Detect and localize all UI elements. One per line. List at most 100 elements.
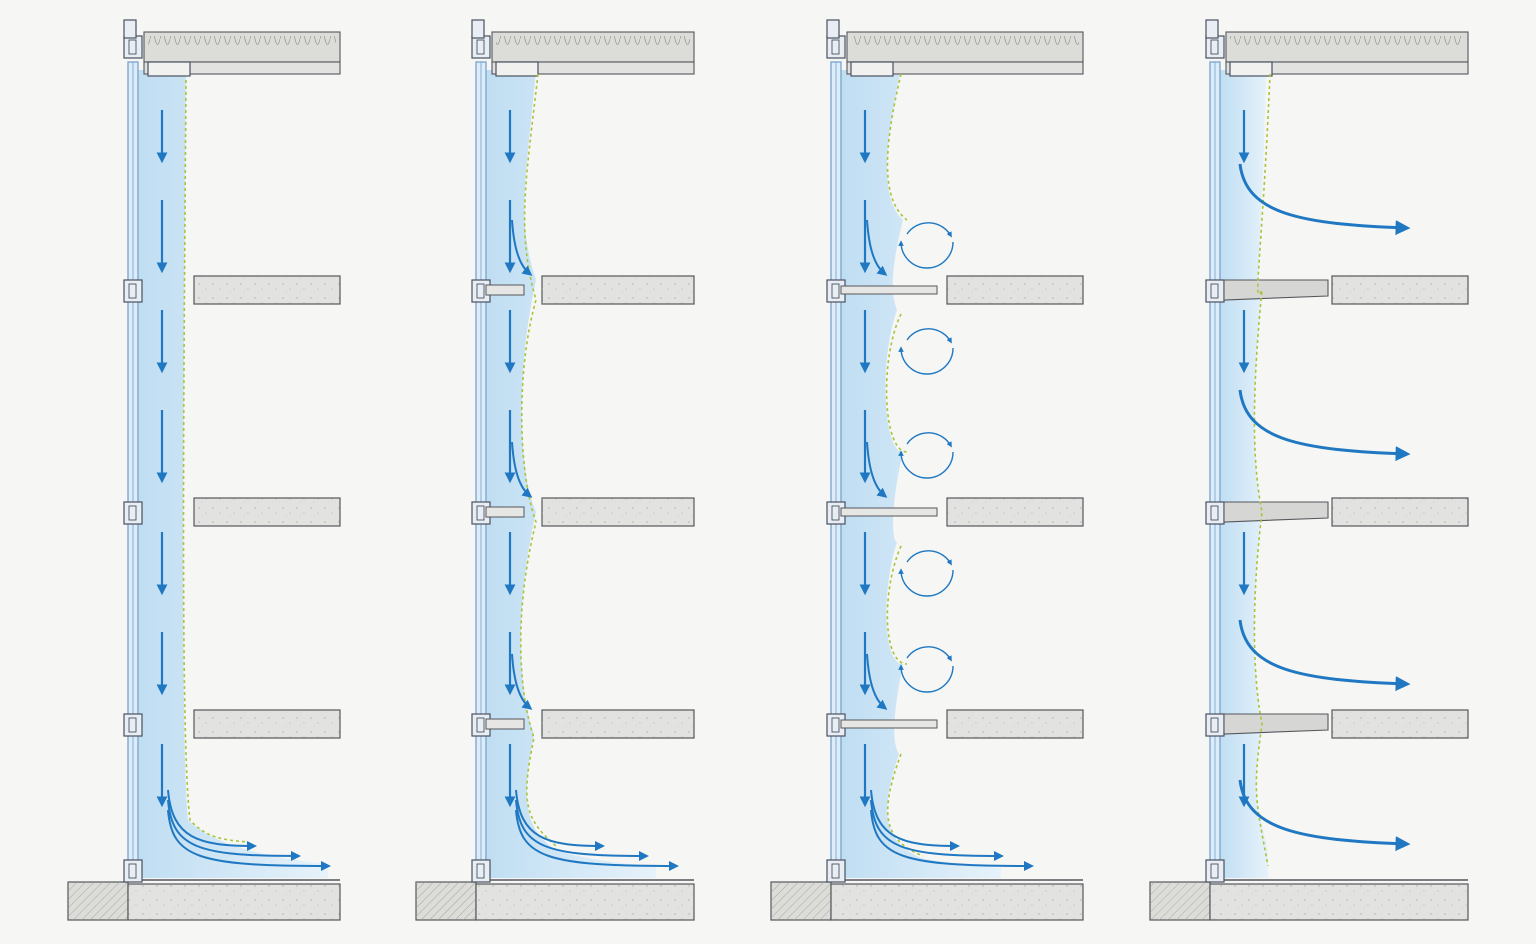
mullion-detail	[1210, 39, 1219, 55]
floor-slab-texture	[194, 276, 340, 304]
mullion-detail	[1210, 717, 1219, 733]
roof-slab	[143, 61, 341, 75]
roof-head-frame	[147, 61, 191, 77]
mullion-detail	[476, 863, 485, 879]
deflector-fin	[485, 718, 525, 730]
floor-slab-texture	[1332, 710, 1468, 738]
floor-spread-arrow	[870, 799, 1004, 861]
outward-jet-arrow	[1238, 163, 1411, 236]
eddy-arrow	[906, 222, 952, 238]
roof-insulation-texture	[148, 36, 336, 58]
tapered-connector	[1223, 713, 1329, 735]
mullion-detail	[1210, 283, 1219, 299]
ground-hatch	[416, 882, 476, 920]
floor-slab-texture	[542, 276, 694, 304]
air-boundary-line	[519, 73, 557, 847]
mullion-detail	[128, 863, 137, 879]
outward-jet-arrow	[1238, 619, 1411, 692]
floor-slab-texture	[947, 710, 1083, 738]
floor-spread-arrow	[515, 789, 605, 851]
ground-texture	[831, 884, 1083, 920]
tapered-connector	[1223, 279, 1329, 301]
eddy-arrow	[898, 568, 954, 597]
floor-spread-arrow	[167, 799, 301, 861]
mullion-clip	[826, 35, 846, 59]
deflector-fin	[485, 284, 525, 296]
panel-4	[1149, 19, 1469, 921]
deflect-arrow	[866, 441, 888, 498]
floor-slab-texture	[542, 498, 694, 526]
floor-slab-texture	[194, 498, 340, 526]
roof-cap	[471, 19, 485, 39]
floor-slab-texture	[1332, 276, 1468, 304]
mullion-detail	[831, 505, 840, 521]
deflect-arrow	[511, 441, 533, 498]
long-fin	[840, 285, 938, 295]
floor-spread-arrow	[870, 789, 960, 851]
deflect-arrow	[511, 219, 533, 276]
panel-2	[415, 19, 695, 921]
mullion-clip	[123, 713, 143, 737]
cold-air-plume	[136, 70, 328, 878]
eddy-arrow	[906, 432, 952, 448]
eddy-arrow	[898, 346, 954, 375]
eddy-arrow	[898, 450, 954, 479]
eddy-arrow	[906, 646, 952, 662]
roof-insulation-texture	[1230, 36, 1464, 58]
floor-slab-texture	[947, 498, 1083, 526]
mullion-clip	[1205, 279, 1225, 303]
mullion-clip	[1205, 859, 1225, 883]
long-fin	[840, 719, 938, 729]
mullion-detail	[831, 863, 840, 879]
mullion-detail	[831, 717, 840, 733]
floor-spread-arrow	[870, 809, 1034, 871]
roof-insulation-texture	[851, 36, 1079, 58]
eddy-arrow	[906, 550, 952, 566]
roof-head-frame	[495, 61, 539, 77]
mullion-clip	[123, 501, 143, 525]
mullion-detail	[1210, 863, 1219, 879]
mullion-detail	[128, 39, 137, 55]
outward-jet-arrow	[1238, 389, 1411, 462]
mullion-clip	[123, 35, 143, 59]
air-boundary-line	[182, 79, 249, 843]
mullion-detail	[1210, 505, 1219, 521]
panel-3	[770, 19, 1084, 921]
mullion-clip	[471, 859, 491, 883]
floor-slab-texture	[947, 276, 1083, 304]
roof-slab	[846, 61, 1084, 75]
deflect-arrow	[511, 653, 533, 710]
mullion-detail	[831, 283, 840, 299]
mullion-detail	[476, 283, 485, 299]
panel-1	[67, 19, 341, 921]
mullion-clip	[123, 279, 143, 303]
roof-cap	[1205, 19, 1219, 39]
ground-texture	[128, 884, 340, 920]
roof-slab	[491, 61, 695, 75]
roof-cap	[826, 19, 840, 39]
ground-hatch	[771, 882, 831, 920]
floor-spread-arrow	[515, 799, 649, 861]
eddy-arrow	[898, 664, 954, 693]
ground-hatch	[68, 882, 128, 920]
long-fin	[840, 507, 938, 517]
floor-slab-texture	[194, 710, 340, 738]
mullion-detail	[476, 717, 485, 733]
floor-spread-arrow	[167, 809, 331, 871]
mullion-detail	[128, 717, 137, 733]
deflect-arrow	[866, 653, 888, 710]
deflect-arrow	[866, 219, 888, 276]
mullion-clip	[1205, 501, 1225, 525]
air-boundary-line	[1253, 73, 1271, 867]
floor-spread-arrow	[167, 789, 257, 851]
roof-cap	[123, 19, 137, 39]
floor-slab-texture	[1332, 498, 1468, 526]
roof-head-frame	[1229, 61, 1273, 77]
ground-hatch	[1150, 882, 1210, 920]
roof-slab	[1225, 61, 1469, 75]
tapered-connector	[1223, 501, 1329, 523]
mullion-detail	[476, 39, 485, 55]
mullion-detail	[128, 283, 137, 299]
mullion-clip	[471, 35, 491, 59]
mullion-clip	[826, 859, 846, 883]
